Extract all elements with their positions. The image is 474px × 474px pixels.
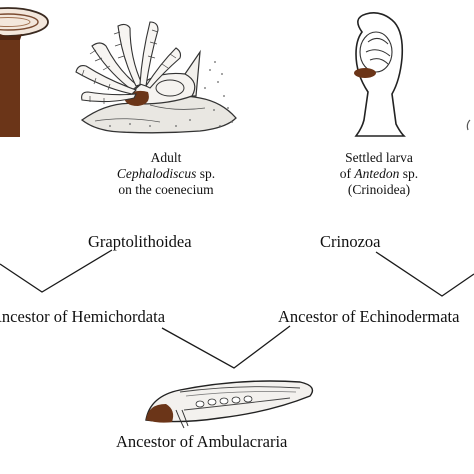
phylogeny-lines: [0, 249, 474, 369]
tentacle-pinnules: [81, 29, 177, 104]
larva-pigment: [354, 68, 376, 78]
antedon-larva-illustration: [354, 12, 406, 137]
larva-body: [354, 12, 406, 137]
graptolithoidea-label: Graptolithoidea: [88, 232, 192, 251]
left-specimen-illustration: [0, 7, 49, 137]
ambulacraria-label: Ancestor of Ambulacraria: [116, 432, 288, 451]
crinozoa-branch: [375, 251, 474, 297]
larva-caption-sp: sp.: [399, 166, 419, 182]
specimen-stalk: [0, 35, 20, 137]
cephalodiscus-illustration: [75, 21, 237, 134]
ambulacraria-larva-illustration: [145, 380, 314, 429]
tentacle-arms: [75, 21, 182, 103]
graptolithoidea-branch: [0, 249, 113, 293]
larva-caption-genus: Antedon: [354, 166, 400, 182]
ambulacraria-branch: [161, 325, 291, 369]
adult-caption-genus: Cephalodiscus: [116, 166, 197, 182]
larva-caption-line1: Settled larva: [345, 150, 413, 165]
adult-caption: Adult Cephalodiscus sp. on the coenecium: [86, 150, 246, 199]
adult-caption-line3: on the coenecium: [118, 182, 214, 198]
right-specimen-fragment: [466, 119, 471, 131]
adult-caption-sp: sp.: [196, 166, 216, 182]
specimen-disc: [0, 7, 49, 37]
larva-caption-of: of: [339, 166, 355, 182]
larva-caption-line3: (Crinoidea): [347, 182, 411, 198]
hemichordata-label: Ancestor of Hemichordata: [0, 307, 166, 326]
larva-ambulacraria-proboscis: [146, 404, 174, 423]
larva-caption: Settled larva of Antedon sp. (Crinoidea): [299, 150, 459, 199]
crinozoa-label: Crinozoa: [320, 232, 381, 251]
adult-caption-line1: Adult: [150, 150, 182, 165]
echinodermata-label: Ancestor of Echinodermata: [278, 307, 460, 326]
